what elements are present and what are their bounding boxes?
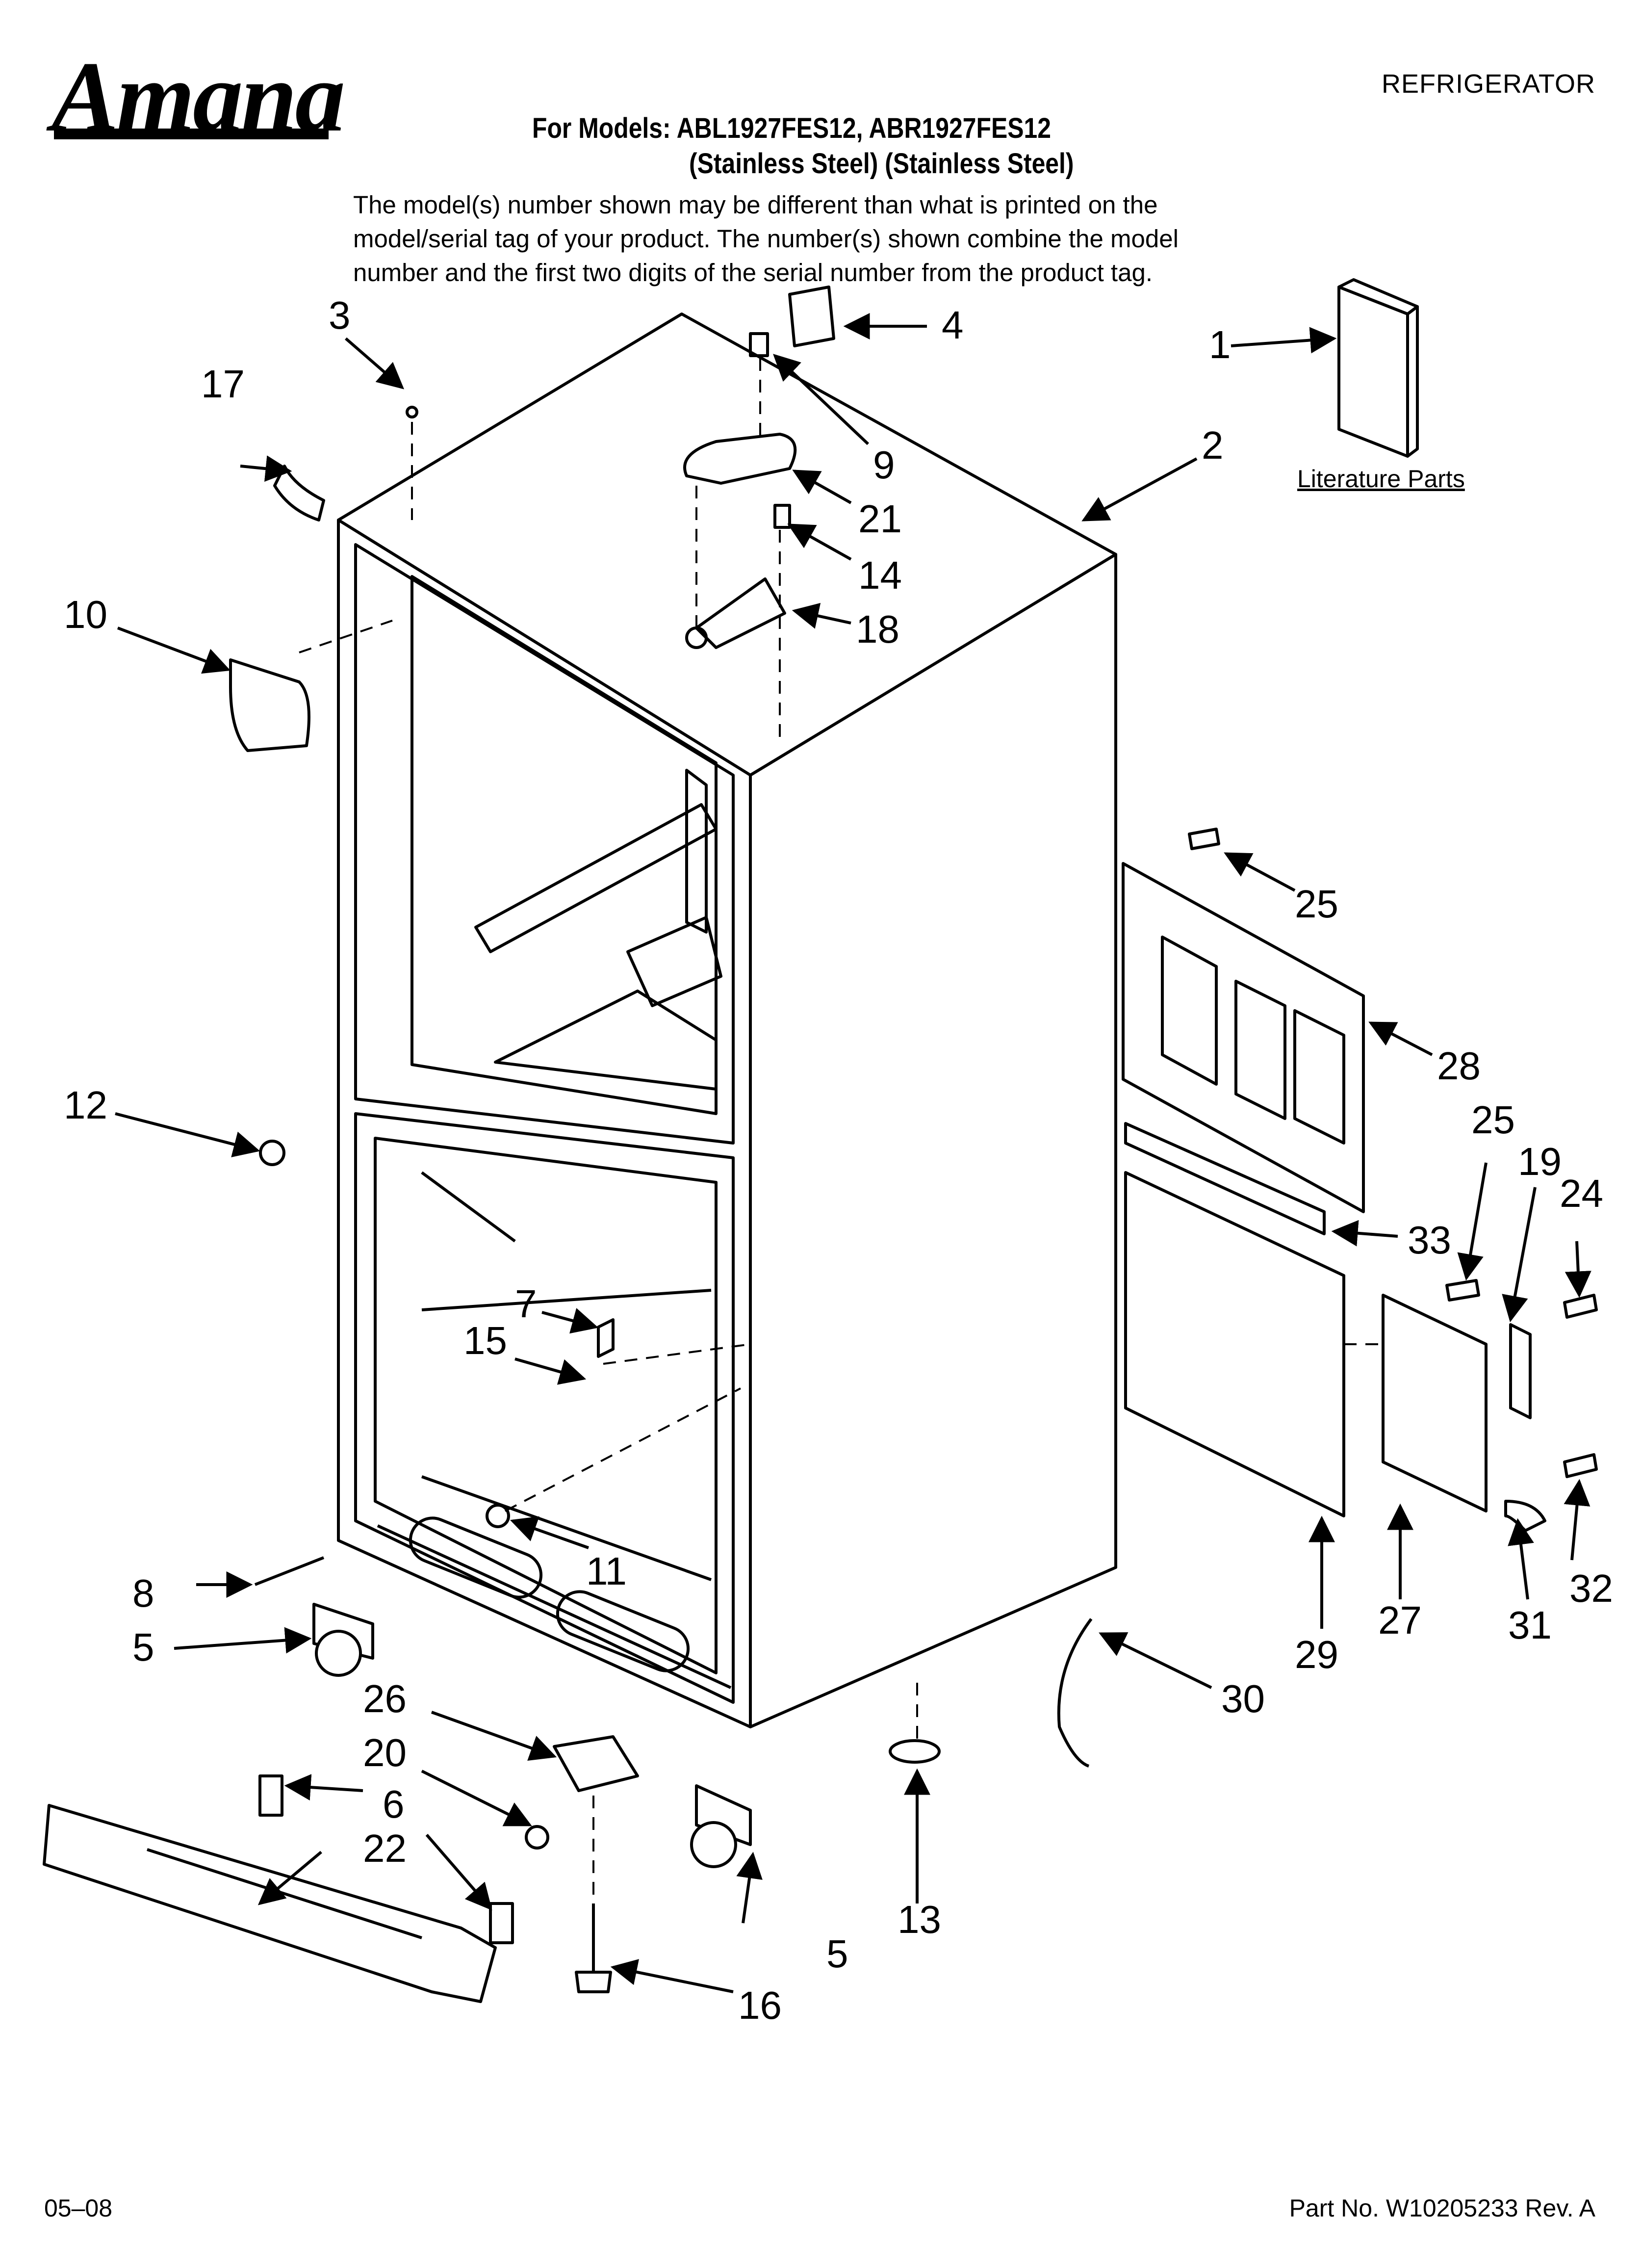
caster-front-left [312, 1603, 374, 1677]
callout-10: 10 [64, 593, 107, 636]
callout-5: 5 [826, 1932, 848, 1976]
callout-11: 11 [586, 1549, 627, 1593]
rear-grille-panel [1122, 862, 1365, 1213]
callout-26: 26 [363, 1677, 407, 1721]
callout-13: 13 [898, 1898, 941, 1941]
callout-2: 2 [1202, 423, 1224, 467]
part-13-grommet [889, 1739, 941, 1764]
literature-parts-box [1337, 278, 1419, 458]
part-6-clip [258, 1774, 283, 1817]
part-19-plate [1509, 1323, 1532, 1419]
callout-3: 3 [329, 293, 351, 337]
control-panel-part [229, 658, 310, 752]
model-finish: (Stainless Steel) (Stainless Steel) [689, 148, 1074, 180]
part-6-clip [489, 1902, 514, 1944]
callout-5: 5 [132, 1625, 154, 1669]
literature-parts-label: Literature Parts [1297, 465, 1465, 493]
callout-19: 19 [1518, 1140, 1562, 1183]
part-29-panel [1124, 1171, 1345, 1517]
caster-front-right [690, 1784, 752, 1868]
part-27-bracket [1382, 1294, 1488, 1512]
callout-12: 12 [64, 1083, 107, 1127]
document-type: REFRIGERATOR [1381, 69, 1595, 99]
callout-15: 15 [463, 1319, 507, 1362]
callout-30: 30 [1221, 1677, 1265, 1721]
callout-33: 33 [1408, 1218, 1451, 1262]
top-label-part [788, 286, 835, 347]
callout-18: 18 [856, 607, 899, 651]
callout-28: 28 [1437, 1044, 1481, 1088]
part-31-clamp [1504, 1500, 1546, 1532]
callout-32: 32 [1569, 1566, 1613, 1610]
callout-1: 1 [1209, 323, 1231, 366]
footer-date: 05–08 [44, 2194, 113, 2222]
callout-17: 17 [201, 362, 245, 406]
part-17-tube [273, 465, 325, 521]
notice-line: The model(s) number shown may be differe… [353, 191, 1158, 219]
top-hinge-assembly [683, 332, 797, 649]
part-33-strip [1124, 1122, 1326, 1235]
callout-29: 29 [1295, 1633, 1338, 1676]
screw-parts [254, 406, 1598, 1850]
callout-31: 31 [1508, 1603, 1552, 1647]
callout-24: 24 [1560, 1172, 1603, 1215]
callout-20: 20 [363, 1731, 407, 1774]
callout-6: 6 [383, 1782, 405, 1826]
notice-line: model/serial tag of your product. The nu… [353, 225, 1179, 253]
callout-25: 25 [1295, 882, 1338, 926]
callout-4: 4 [942, 303, 964, 347]
callout-16: 16 [738, 1983, 782, 2027]
part-26-bracket [553, 1735, 639, 1792]
callout-7: 7 [515, 1282, 537, 1326]
part-30-hose [1057, 1618, 1093, 1768]
callout-8: 8 [132, 1571, 154, 1615]
logo-underline [54, 129, 329, 139]
callout-27: 27 [1378, 1598, 1422, 1642]
callout-21: 21 [858, 497, 902, 541]
callout-22: 22 [363, 1826, 407, 1870]
callout-14: 14 [858, 553, 902, 597]
model-title: For Models: ABL1927FES12, ABR1927FES12 [532, 112, 1052, 144]
model-notice: The model(s) number shown may be differe… [353, 188, 1324, 289]
notice-line: number and the first two digits of the s… [353, 259, 1153, 287]
callout-9: 9 [873, 443, 895, 487]
footer-part-number: Part No. W10205233 Rev. A [1289, 2194, 1595, 2222]
part-16-leveling-leg [575, 1903, 612, 1993]
callout-25: 25 [1471, 1098, 1515, 1142]
refrigerator-cabinet [337, 313, 1117, 1728]
